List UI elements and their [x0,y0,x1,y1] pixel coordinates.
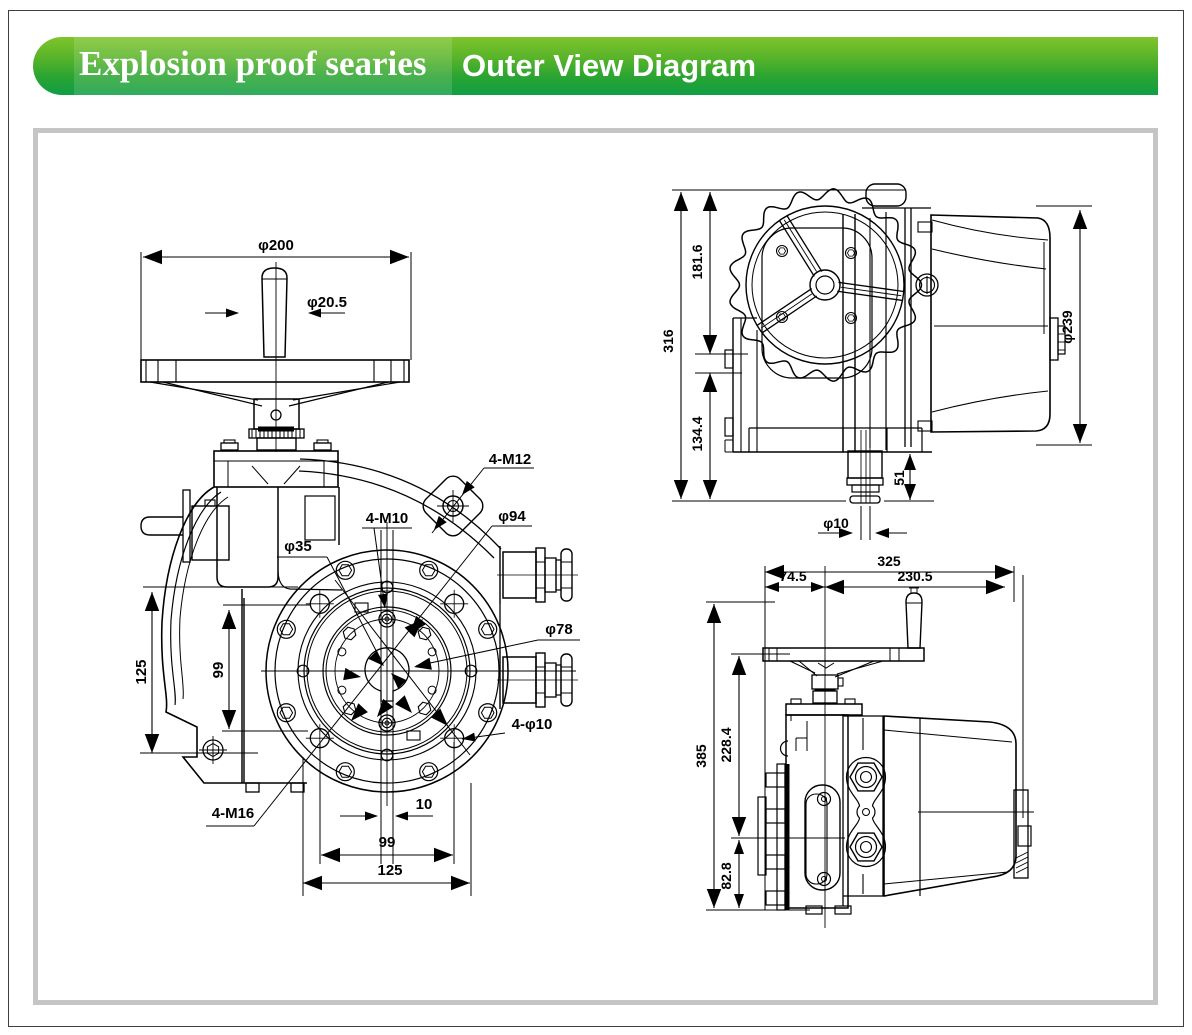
svg-text:φ10: φ10 [823,515,849,531]
svg-text:51: 51 [891,470,907,486]
svg-text:74.5: 74.5 [779,568,806,584]
svg-text:φ94: φ94 [498,508,526,525]
svg-text:228.4: 228.4 [718,727,734,762]
svg-text:325: 325 [877,553,901,569]
svg-text:4-M16: 4-M16 [212,805,255,822]
svg-text:134.4: 134.4 [689,416,705,451]
svg-text:230.5: 230.5 [897,568,932,584]
svg-text:316: 316 [660,329,676,353]
svg-text:181.6: 181.6 [689,244,705,279]
svg-text:125: 125 [133,659,150,684]
svg-text:φ239: φ239 [1059,310,1075,344]
svg-text:82.8: 82.8 [718,862,734,889]
svg-text:φ20.5: φ20.5 [307,294,347,311]
svg-text:φ78: φ78 [545,621,572,638]
svg-text:99: 99 [210,662,227,679]
svg-text:385: 385 [693,744,709,768]
svg-text:125: 125 [377,862,402,879]
svg-text:10: 10 [416,796,433,813]
svg-text:4-φ10: 4-φ10 [512,716,553,733]
svg-text:φ35: φ35 [284,538,311,555]
svg-text:4-M10: 4-M10 [366,510,409,527]
svg-text:99: 99 [379,834,396,851]
svg-text:4-M12: 4-M12 [489,451,532,468]
svg-text:φ200: φ200 [258,237,294,254]
